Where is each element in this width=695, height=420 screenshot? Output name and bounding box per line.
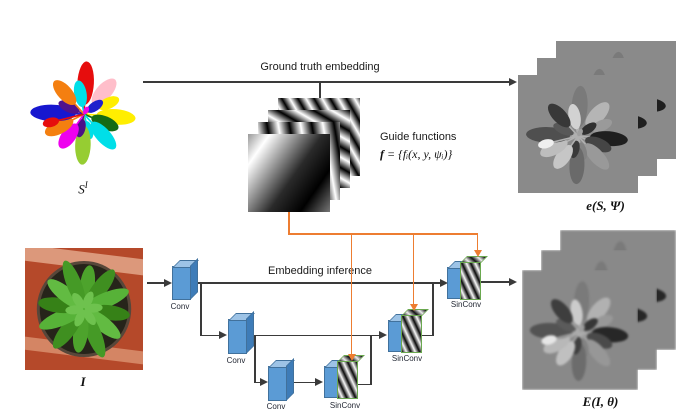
conv1-label: Conv bbox=[170, 302, 190, 311]
embedding-inference-label: Embedding inference bbox=[268, 265, 372, 277]
formula-rest: = {fᵢ(x, y, ψᵢ)} bbox=[384, 147, 453, 161]
sinconv1-in-line bbox=[286, 381, 316, 383]
segmentation-label-base: S bbox=[78, 181, 85, 197]
up-line-1 bbox=[370, 334, 372, 385]
skip-line-level2 bbox=[246, 334, 380, 336]
down-line-1 bbox=[200, 282, 202, 336]
guide-feed-bus bbox=[288, 233, 478, 235]
sinconv1-in-arrowhead bbox=[315, 378, 323, 386]
ground-truth-embedding-label: Ground truth embedding bbox=[260, 61, 380, 73]
output-arrowhead bbox=[509, 277, 517, 286]
sinconv2-label: SinConv bbox=[391, 354, 423, 363]
guide-feed-drop-3 bbox=[476, 233, 479, 252]
input-photo-label: I bbox=[80, 374, 86, 389]
sinconv3-label: SinConv bbox=[450, 300, 482, 309]
inferred-embedding-layer-1 bbox=[522, 270, 638, 390]
sinconv2-stripe-part bbox=[401, 315, 422, 353]
sinconv2-out-line bbox=[422, 334, 433, 336]
guide-connector-line bbox=[319, 82, 321, 98]
ground-truth-arrowhead bbox=[509, 77, 517, 86]
segmentation-label-sup: I bbox=[84, 180, 88, 190]
gt-embedding-layer-1 bbox=[518, 75, 638, 193]
ground-truth-arrow-line bbox=[143, 81, 510, 83]
down-line-2 bbox=[254, 334, 256, 383]
skip-line-level1 bbox=[190, 282, 441, 284]
conv3-block bbox=[268, 366, 287, 401]
input-arrowhead bbox=[164, 278, 172, 287]
conv2-in-line bbox=[200, 334, 220, 336]
conv1-block bbox=[172, 266, 191, 300]
conv3-in-line bbox=[254, 381, 261, 383]
guide-feed-arrowhead-3 bbox=[473, 250, 482, 257]
input-arrow-line bbox=[147, 282, 165, 284]
up-line-2 bbox=[432, 282, 434, 336]
sinconv1-stripe-part bbox=[337, 361, 358, 399]
input-photo bbox=[25, 248, 143, 370]
conv3-in-arrowhead bbox=[260, 378, 268, 386]
sinconv1-out-line bbox=[358, 383, 371, 385]
guide-feed-drop-2 bbox=[412, 233, 415, 306]
gt-embedding-label: e(S, Ψ) bbox=[586, 198, 625, 213]
segmentation-image bbox=[22, 50, 146, 174]
formula-f: f bbox=[380, 147, 384, 161]
sinconv3-in-arrowhead bbox=[440, 278, 448, 287]
guide-feed-arrowhead-1 bbox=[347, 354, 356, 361]
sinconv3-stripe-part bbox=[460, 262, 481, 300]
guide-feed-stem bbox=[288, 212, 290, 234]
segmentation-label: SI bbox=[58, 180, 108, 197]
output-arrow-line bbox=[481, 281, 510, 283]
guide-function-layer-1 bbox=[248, 134, 330, 212]
guide-feed-drop-1 bbox=[350, 233, 353, 356]
conv3-label: Conv bbox=[266, 402, 286, 411]
conv2-in-arrowhead bbox=[219, 331, 227, 339]
conv2-block bbox=[228, 319, 247, 354]
inferred-embedding-label: E(I, θ) bbox=[582, 394, 619, 409]
sinconv1-label: SinConv bbox=[329, 401, 361, 410]
sinconv2-in-arrowhead bbox=[379, 331, 387, 339]
conv2-label: Conv bbox=[226, 356, 246, 365]
guide-functions-formula: f = {fᵢ(x, y, ψᵢ)} bbox=[380, 147, 452, 162]
guide-feed-arrowhead-2 bbox=[409, 304, 418, 311]
guide-functions-title: Guide functions bbox=[380, 131, 457, 143]
